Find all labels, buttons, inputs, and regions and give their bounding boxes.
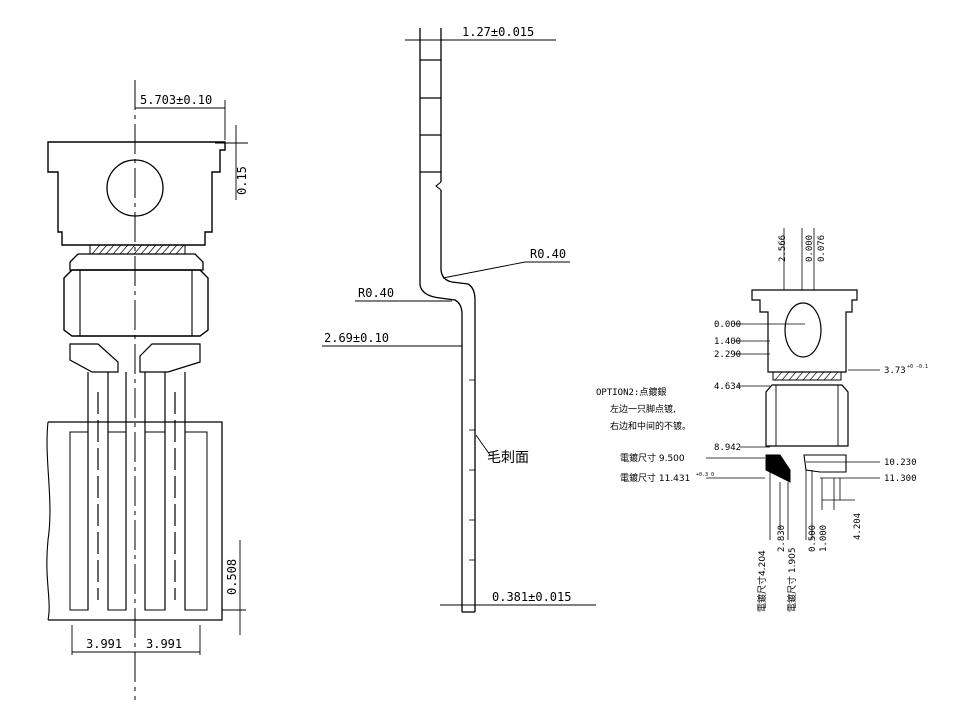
dim-left-2: 1.400 [714, 337, 741, 347]
dim-bottom-6: 4.204 [853, 513, 863, 540]
dim-right-3: 11.300 [884, 474, 917, 484]
dim-top-3: 0.076 [817, 235, 827, 262]
dim-top-2: 0.000 [805, 235, 815, 262]
dim-pitch-left: 3.991 [86, 637, 122, 651]
side-view: 1.27±0.015 R0.40 R0.40 2.69±0.10 毛刺面 [322, 25, 596, 613]
dim-left-5: 8.942 [714, 443, 741, 453]
dim-offset: 2.69±0.10 [324, 331, 389, 345]
dim-tab-height: 0.15 [235, 166, 249, 195]
dim-bottom-2: 2.830 [777, 525, 787, 552]
dim-left-3: 2.290 [714, 350, 741, 360]
dim-pin-gap: 0.508 [225, 559, 239, 595]
dim-thickness-top: 1.27±0.015 [462, 25, 534, 39]
label-plating-2-tolerance: +0.3 0 [696, 472, 714, 478]
label-radius-left: R0.40 [358, 286, 394, 300]
dim-left-4: 4.634 [714, 382, 741, 392]
dim-bottom-3: 電鍍尺寸 1.905 [786, 547, 798, 612]
dim-top-1: 2.566 [778, 235, 788, 262]
dim-bottom-4: 0.500 [808, 525, 818, 552]
dim-left-1: 0.000 [714, 320, 741, 330]
dim-thickness-bottom: 0.381±0.015 [492, 590, 571, 604]
label-plating-1: 電鍍尺寸 9.500 [620, 452, 685, 464]
label-burr-surface: 毛刺面 [487, 450, 529, 466]
dim-right-1: 3.73 [884, 366, 906, 376]
option-title: OPTION2:点鍍銀 [596, 386, 666, 398]
option-line-2: 右边和中间的不镀。 [610, 420, 691, 432]
right-view: 2.566 0.000 0.076 0.000 1.400 2.290 4.63… [596, 228, 928, 612]
dim-pitch-right: 3.991 [146, 637, 182, 651]
dim-right-2: 10.230 [884, 458, 917, 468]
left-view: 5.703±0.10 0.15 [46, 80, 249, 700]
label-radius-right: R0.40 [530, 247, 566, 261]
dim-right-1-tolerance: +0 -0.1 [907, 364, 928, 370]
label-plating-2: 電鍍尺寸 11.431 [620, 472, 690, 484]
dim-bottom-1: 電鍍尺寸4.204 [756, 550, 768, 612]
dim-top-width: 5.703±0.10 [140, 93, 212, 107]
option-line-1: 左边一只脚点镀, [610, 403, 676, 415]
dim-bottom-5: 1.000 [819, 525, 829, 552]
